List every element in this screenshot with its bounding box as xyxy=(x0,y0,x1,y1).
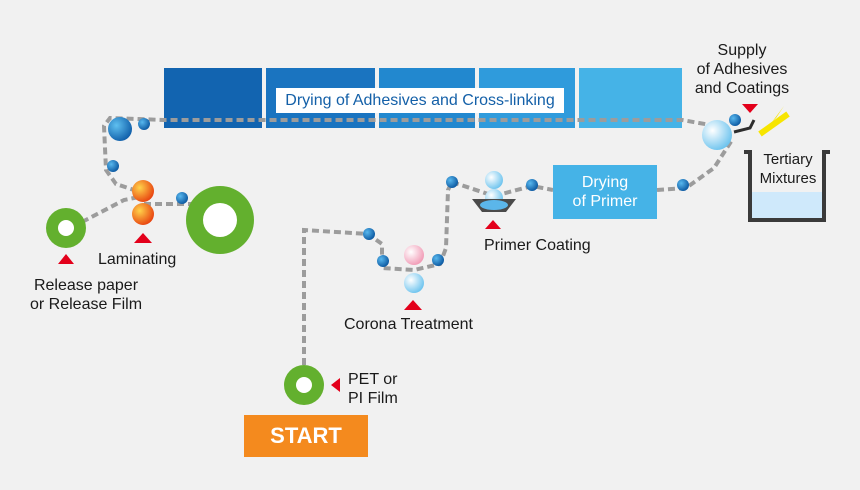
pointer-triangle xyxy=(742,104,758,113)
supply-line1: Supply xyxy=(717,42,767,59)
primer-coating-label: Primer Coating xyxy=(484,237,591,254)
guide-roller-dot xyxy=(176,192,188,204)
release-label: Release paper or Release Film xyxy=(22,276,150,314)
drying-primer-line2: of Primer xyxy=(572,193,638,210)
release-film-roll xyxy=(46,208,86,248)
guide-roller-dot xyxy=(363,228,375,240)
drying-bar-title: Drying of Adhesives and Cross-linking xyxy=(276,88,564,113)
corona-treatment-label: Corona Treatment xyxy=(344,316,473,333)
guide-roller-dot xyxy=(526,179,538,191)
pointer-triangle xyxy=(58,254,74,264)
pet-line2: PI Film xyxy=(348,390,398,407)
guide-rollers xyxy=(107,114,741,267)
release-line2: or Release Film xyxy=(29,296,143,313)
pet-line1: PET or xyxy=(348,371,398,388)
pointer-triangle xyxy=(485,220,501,229)
guide-roller-dot xyxy=(138,118,150,130)
corona-rollers xyxy=(404,245,424,293)
coating-blade xyxy=(733,119,756,134)
supply-label: Supply of Adhesives and Coatings xyxy=(692,41,792,98)
start-button[interactable]: START xyxy=(244,415,368,457)
drying-primer-line1: Drying xyxy=(581,174,629,191)
drying-primer-box xyxy=(553,165,657,219)
pet-film-roll xyxy=(284,365,324,405)
tertiary-line1: Tertiary xyxy=(763,151,813,168)
laminated-product-roll xyxy=(186,186,254,254)
supply-line2: of Adhesives xyxy=(696,61,788,78)
guide-roller-dot xyxy=(377,255,389,267)
drying-primer-label: Drying of Primer xyxy=(553,165,657,219)
transfer-roller xyxy=(108,117,132,141)
guide-roller-dot xyxy=(107,160,119,172)
guide-roller-dot xyxy=(729,114,741,126)
tertiary-line2: Mixtures xyxy=(759,170,817,187)
pointer-triangle xyxy=(134,233,152,243)
pointer-triangle xyxy=(331,378,340,392)
laminating-rollers xyxy=(132,180,154,225)
guide-roller-dot xyxy=(677,179,689,191)
guide-roller-dot xyxy=(432,254,444,266)
pointer-arrows xyxy=(58,104,758,392)
release-line1: Release paper xyxy=(33,277,139,294)
pet-label: PET or PI Film xyxy=(348,370,398,408)
pointer-triangle xyxy=(404,300,422,310)
tertiary-label: Tertiary Mixtures xyxy=(748,150,828,188)
guide-roller-dot xyxy=(446,176,458,188)
adhesive-feed xyxy=(758,111,790,137)
tertiary-tank xyxy=(744,150,830,222)
primer-coater xyxy=(472,171,516,212)
coating-roller xyxy=(702,120,732,150)
laminating-label: Laminating xyxy=(98,251,177,268)
web-path xyxy=(81,115,734,365)
supply-line3: and Coatings xyxy=(694,80,790,97)
